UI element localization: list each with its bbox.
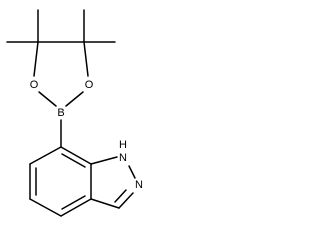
- bond-o-left-b: [38, 91, 57, 107]
- bond-c7a-n1: [90, 156, 118, 165]
- bond-o-right-b: [65, 91, 84, 107]
- bond-n1-n2: [128, 165, 136, 179]
- atom-boron: B: [57, 107, 64, 119]
- atom-nh-nitrogen: N: [119, 152, 127, 164]
- bond-c4-c5-ring: [29, 198, 62, 217]
- bond-c5-o-right: [83, 41, 89, 77]
- chemical-structure-diagram: O O B H N N: [6, 9, 143, 217]
- bond-n2-c3: [118, 192, 134, 209]
- bond-c3-c3a: [90, 198, 120, 209]
- atom-n: N: [135, 179, 143, 191]
- methyl-groups: [6, 9, 116, 43]
- double-bond-n2-c3: [114, 189, 127, 203]
- bond-c7-c7a: [60, 146, 92, 165]
- atom-nh-hydrogen: H: [119, 139, 127, 151]
- double-bond-c7-c7a: [61, 153, 86, 168]
- atom-o-left: O: [30, 79, 39, 91]
- double-bond-c3a-c4: [61, 195, 86, 210]
- benzene-ring: [29, 146, 92, 217]
- pyrazole-ring: [90, 156, 136, 209]
- atom-o-right: O: [85, 79, 94, 91]
- bond-c3a-c4: [60, 198, 92, 217]
- dioxaborolane-ring: [33, 41, 89, 107]
- bond-c6-c7: [29, 146, 62, 165]
- bond-c4-o-left: [33, 41, 39, 77]
